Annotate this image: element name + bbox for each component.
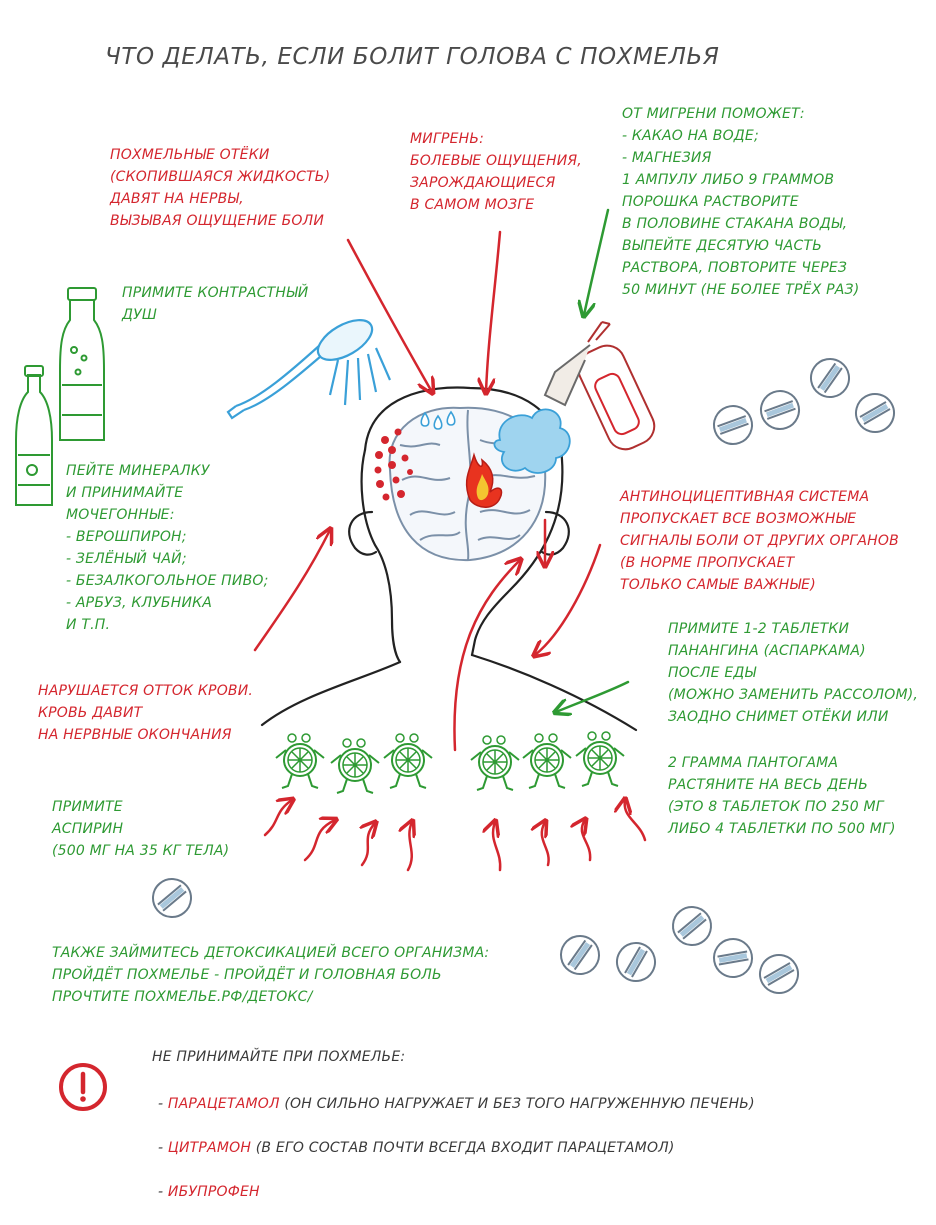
cause-migraine: МИГРЕНЬ: БОЛЕВЫЕ ОЩУЩЕНИЯ, ЗАРОЖДАЮЩИЕСЯ… — [410, 131, 582, 213]
spray-cloud-icon — [493, 408, 571, 474]
nerve-cells-icon — [275, 731, 625, 794]
cause-edema: ПОХМЕЛЬНЫЕ ОТЁКИ (СКОПИВШАЯСЯ ЖИДКОСТЬ) … — [110, 147, 331, 229]
water-drops-icon — [420, 410, 456, 430]
remedy-shower: ПРИМИТЕ КОНТРАСТНЫЙ ДУШ — [122, 285, 309, 323]
cause-arrows — [253, 230, 602, 752]
remedy-mineral-water: ПЕЙТЕ МИНЕРАЛКУ И ПРИНИМАЙТЕ МОЧЕГОННЫЕ:… — [66, 463, 269, 633]
warning-drug: ЦИТРАМОН — [167, 1140, 252, 1156]
cause-antinociceptive: АНТИНОЦИЦЕПТИВНАЯ СИСТЕМА ПРОПУСКАЕТ ВСЕ… — [620, 489, 899, 593]
warning-drug: ПАРАЦЕТАМОЛ — [167, 1096, 280, 1112]
remedy-panangin: ПРИМИТЕ 1-2 ТАБЛЕТКИ ПАНАНГИНА (АСПАРКАМ… — [668, 621, 919, 725]
remedy-migraine: ОТ МИГРЕНИ ПОМОЖЕТ: - КАКАО НА ВОДЕ; - М… — [622, 106, 860, 298]
fire-icon — [465, 452, 503, 508]
cause-blood-flow: НАРУШАЕТСЯ ОТТОК КРОВИ. КРОВЬ ДАВИТ НА Н… — [38, 683, 254, 743]
shower-head-icon — [226, 319, 392, 420]
warning-item: - ПАРАЦЕТАМОЛ (ОН СИЛЬНО НАГРУЖАЕТ И БЕЗ… — [158, 1096, 755, 1112]
exclamation-circle-icon — [59, 1063, 107, 1111]
mineral-bottles-icon — [15, 287, 105, 506]
warning-list: - ПАРАЦЕТАМОЛ (ОН СИЛЬНО НАГРУЖАЕТ И БЕЗ… — [158, 1071, 755, 1225]
remedy-detox: ТАКЖЕ ЗАЙМИТЕСЬ ДЕТОКСИКАЦИЕЙ ВСЕГО ОРГА… — [52, 945, 490, 1005]
warning-drug: ИБУПРОФЕН — [167, 1184, 260, 1200]
page-title: ЧТО ДЕЛАТЬ, ЕСЛИ БОЛИТ ГОЛОВА С ПОХМЕЛЬЯ — [105, 44, 720, 70]
warning-item: - ЦИТРАМОН (В ЕГО СОСТАВ ПОЧТИ ВСЕГДА ВХ… — [158, 1140, 675, 1156]
spray-bottle-icon — [543, 321, 656, 451]
pain-signal-arrows — [263, 800, 647, 872]
warning-heading: НЕ ПРИНИМАЙТЕ ПРИ ПОХМЕЛЬЕ: — [152, 1049, 406, 1065]
remedy-arrows — [556, 208, 630, 712]
warning-item: - ИБУПРОФЕН — [158, 1184, 260, 1200]
remedy-aspirin: ПРИМИТЕ АСПИРИН (500 МГ НА 35 КГ ТЕЛА) — [52, 799, 230, 859]
illustration — [15, 208, 936, 1200]
remedy-pantogam: 2 ГРАММА ПАНТОГАМА РАСТЯНИТЕ НА ВЕСЬ ДЕН… — [668, 755, 896, 837]
edema-dots-icon — [374, 428, 413, 501]
